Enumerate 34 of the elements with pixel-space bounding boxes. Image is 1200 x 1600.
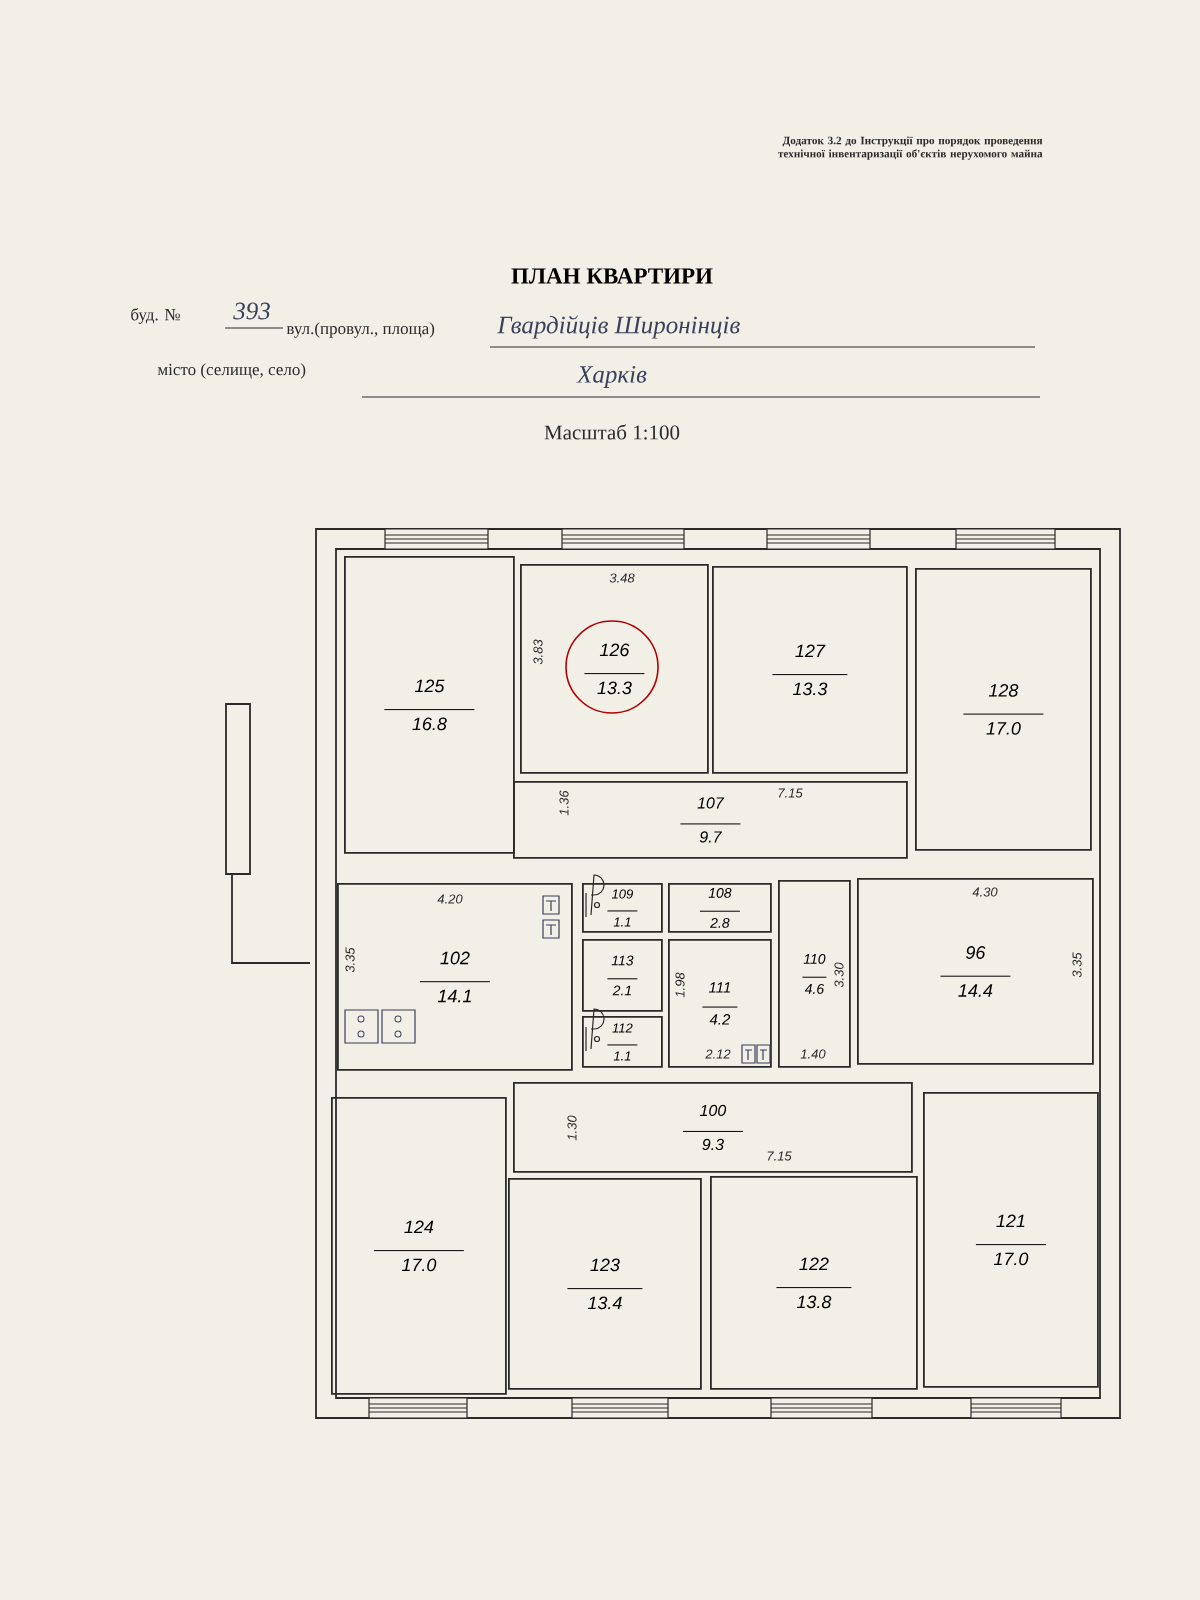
room-box: 127 13.3	[712, 566, 908, 774]
form-label: місто (селище, село)	[157, 363, 306, 379]
scale-label: Масштаб 1:100	[544, 424, 680, 440]
dimension-label: 2.12	[705, 1049, 731, 1059]
dimension-label: 1.36	[559, 790, 569, 816]
dimension-label: 3.48	[609, 573, 635, 583]
room-box: 109 1.1	[582, 883, 663, 933]
title: ПЛАН КВАРТИРИ	[511, 268, 713, 284]
dimension-label: 3.30	[834, 962, 844, 988]
dimension-label: 1.30	[567, 1115, 577, 1141]
dimension-label: 3.83	[533, 639, 543, 665]
annex-note: Додаток 3.2 до Інструкції про порядок проведення технічної інвентаризації об'єктів нерухомого майна	[778, 136, 1043, 160]
dimension-label: 4.20	[437, 894, 463, 904]
room-box: 112 1.1	[582, 1016, 663, 1068]
dimension-label: 1.40	[800, 1049, 826, 1059]
room-box: 123 13.4	[508, 1178, 702, 1390]
room-box: 125 16.8	[344, 556, 515, 854]
form-label: буд. №	[131, 308, 180, 324]
dimension-label: 4.30	[972, 887, 998, 897]
room-box: 124 17.0	[331, 1097, 507, 1395]
room-box: 122 13.8	[710, 1176, 918, 1390]
room-box: 108 2.8	[668, 883, 772, 933]
dimension-label: 7.15	[767, 1151, 792, 1161]
dimension-label: 7.15	[778, 788, 803, 798]
room-box: 128 17.0	[915, 568, 1092, 851]
room-box: 121 17.0	[923, 1092, 1099, 1388]
handwritten-entry: 393	[233, 302, 270, 320]
handwritten-entry: Харків	[576, 366, 647, 388]
handwritten-entry: Гвардійців Широнінців	[497, 315, 740, 339]
form-label: вул.(провул., площа)	[286, 322, 435, 338]
dimension-label: 3.35	[1072, 952, 1082, 978]
room-box: 113 2.1	[582, 939, 663, 1012]
dimension-label: 1.98	[675, 972, 685, 998]
dimension-label: 3.35	[345, 947, 355, 973]
